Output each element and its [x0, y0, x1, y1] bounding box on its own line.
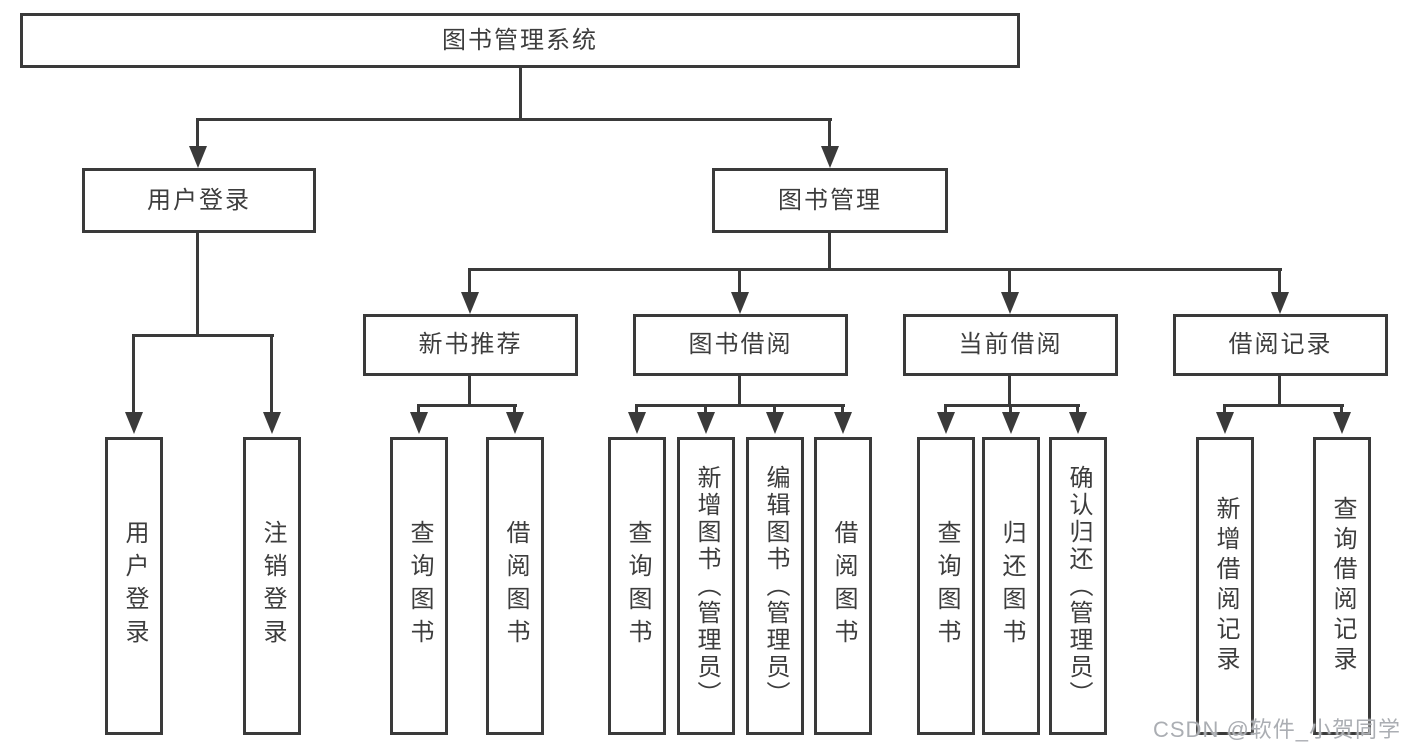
node-leaf-add-books-admin: 新增图书（管理员）: [677, 437, 735, 735]
connector-line: [828, 118, 831, 150]
connector-line: [270, 334, 273, 416]
node-label: 图书管理系统: [442, 26, 598, 54]
connector-line: [417, 404, 420, 414]
node-new-book-recommend: 新书推荐: [363, 314, 578, 376]
node-label: 归还图书: [998, 520, 1025, 652]
connector-line: [1008, 376, 1011, 407]
watermark: CSDN @软件_小贺同学: [1153, 717, 1402, 742]
connector-line: [1008, 268, 1011, 294]
arrow-down-icon: [1271, 292, 1289, 314]
node-label: 借阅记录: [1228, 331, 1333, 358]
node-label: 用户登录: [147, 186, 251, 214]
connector-line: [1278, 376, 1281, 407]
node-leaf-logout: 注销登录: [243, 437, 301, 735]
node-label: 用户登录: [121, 520, 148, 652]
arrow-down-icon: [628, 412, 646, 434]
connector-line: [704, 404, 707, 414]
node-label: 新增图书（管理员）: [693, 464, 720, 708]
node-leaf-query-borrow-record: 查询借阅记录: [1313, 437, 1371, 735]
node-label: 图书管理: [778, 186, 882, 214]
node-label: 查询图书: [624, 520, 651, 652]
arrow-down-icon: [461, 292, 479, 314]
arrow-down-icon: [410, 412, 428, 434]
connector-line: [1076, 404, 1079, 414]
node-leaf-borrow-books-newbook: 借阅图书: [486, 437, 544, 735]
connector-line: [132, 334, 135, 416]
node-label: 确认归还（管理员）: [1065, 464, 1092, 708]
node-leaf-borrow-books-borrowing: 借阅图书: [814, 437, 872, 735]
connector-line: [1340, 404, 1343, 414]
arrow-down-icon: [1002, 412, 1020, 434]
connector-line: [773, 404, 776, 414]
node-leaf-edit-books-admin: 编辑图书（管理员）: [746, 437, 804, 735]
connector-line: [944, 404, 947, 414]
connector-line: [417, 404, 517, 407]
node-label: 借阅图书: [830, 520, 857, 652]
connector-line: [196, 118, 832, 121]
node-label: 图书借阅: [688, 331, 793, 358]
connector-line: [468, 376, 471, 407]
arrow-down-icon: [937, 412, 955, 434]
connector-line: [1278, 268, 1281, 294]
arrow-down-icon: [821, 146, 839, 168]
node-current-borrowing: 当前借阅: [903, 314, 1118, 376]
arrow-down-icon: [1001, 292, 1019, 314]
arrow-down-icon: [834, 412, 852, 434]
connector-line: [468, 268, 471, 294]
node-label: 当前借阅: [958, 331, 1063, 358]
node-leaf-query-books-current: 查询图书: [917, 437, 975, 735]
connector-line: [132, 334, 274, 337]
node-label: 编辑图书（管理员）: [762, 464, 789, 708]
node-leaf-add-borrow-record: 新增借阅记录: [1196, 437, 1254, 735]
node-leaf-confirm-return-admin: 确认归还（管理员）: [1049, 437, 1107, 735]
node-label: 注销登录: [259, 520, 286, 652]
arrow-down-icon: [506, 412, 524, 434]
node-label: 借阅图书: [502, 520, 529, 652]
node-label: 查询借阅记录: [1329, 496, 1356, 676]
connector-line: [944, 404, 1080, 407]
arrow-down-icon: [125, 412, 143, 434]
node-book-borrowing: 图书借阅: [633, 314, 848, 376]
arrow-down-icon: [766, 412, 784, 434]
arrow-down-icon: [263, 412, 281, 434]
connector-line: [468, 268, 1282, 271]
node-book-management: 图书管理: [712, 168, 948, 233]
connector-line: [738, 268, 741, 294]
connector-line: [635, 404, 845, 407]
node-borrowing-records: 借阅记录: [1173, 314, 1388, 376]
arrow-down-icon: [189, 146, 207, 168]
node-user-login: 用户登录: [82, 168, 316, 233]
arrow-down-icon: [1069, 412, 1087, 434]
arrow-down-icon: [697, 412, 715, 434]
arrow-down-icon: [1216, 412, 1234, 434]
node-library-management-system: 图书管理系统: [20, 13, 1020, 68]
node-leaf-query-books-newbook: 查询图书: [390, 437, 448, 735]
connector-line: [519, 68, 522, 120]
connector-line: [196, 233, 199, 337]
arrow-down-icon: [1333, 412, 1351, 434]
connector-line: [1009, 404, 1012, 414]
connector-line: [1223, 404, 1344, 407]
node-leaf-user-login: 用户登录: [105, 437, 163, 735]
connector-line: [196, 118, 199, 150]
node-leaf-query-books-borrowing: 查询图书: [608, 437, 666, 735]
connector-line: [513, 404, 516, 414]
node-label: 新书推荐: [418, 331, 523, 358]
node-label: 查询图书: [933, 520, 960, 652]
node-label: 新增借阅记录: [1212, 496, 1239, 676]
connector-line: [635, 404, 638, 414]
connector-line: [828, 233, 831, 271]
node-label: 查询图书: [406, 520, 433, 652]
node-leaf-return-books: 归还图书: [982, 437, 1040, 735]
connector-line: [1223, 404, 1226, 414]
connector-line: [841, 404, 844, 414]
connector-line: [738, 376, 741, 407]
arrow-down-icon: [731, 292, 749, 314]
